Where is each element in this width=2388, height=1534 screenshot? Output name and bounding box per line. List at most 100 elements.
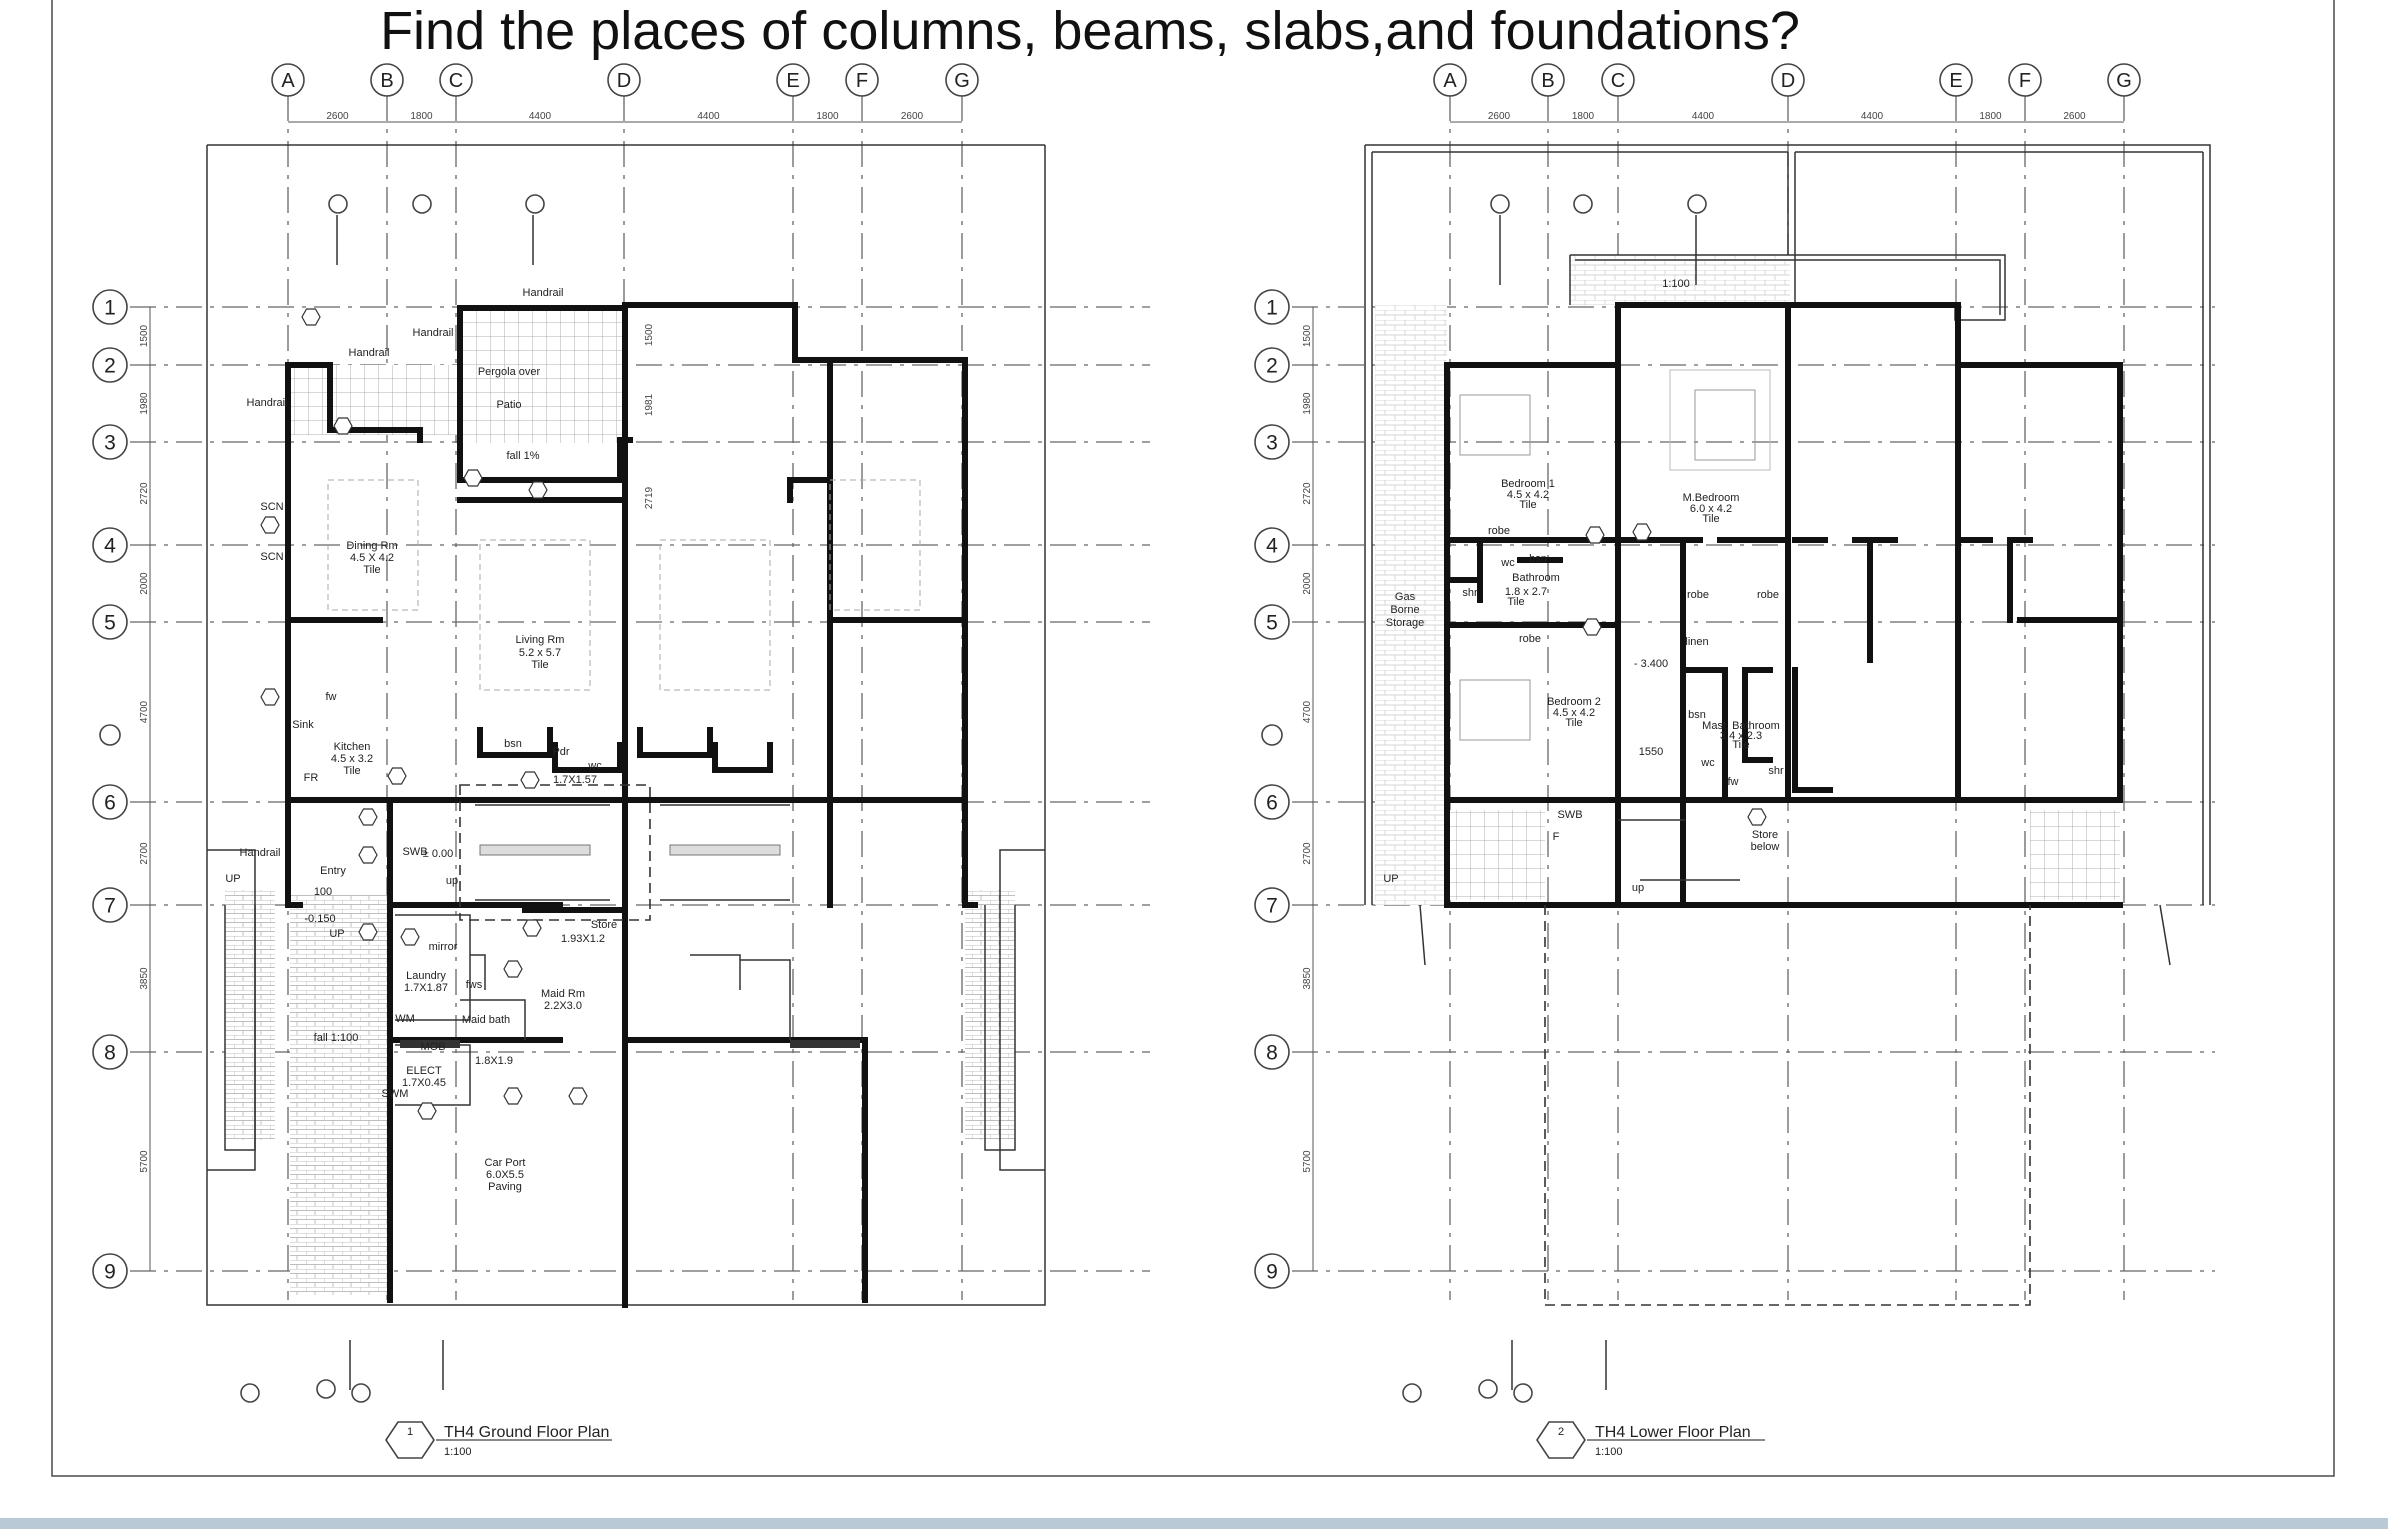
column-dimension: 2600 xyxy=(2063,111,2086,122)
column-dimension: 1800 xyxy=(410,111,433,122)
label-mbath-fw: fw xyxy=(1728,776,1739,788)
hex-tag xyxy=(358,923,378,941)
column-dimension: 1800 xyxy=(816,111,839,122)
row-dimension: 1500 xyxy=(139,324,150,347)
living-rug-right xyxy=(659,539,771,691)
bed-1 xyxy=(1459,394,1531,456)
label-sink: Sink xyxy=(292,719,314,731)
grid-label-F: F xyxy=(2019,70,2031,92)
grid-label-A: A xyxy=(281,70,295,92)
lower-bathroom-walls xyxy=(1444,537,1563,603)
label-bed1-size: 4.5 x 4.2 xyxy=(1507,489,1549,501)
section-marker-bubble xyxy=(1402,1383,1422,1403)
label-pdr-size: 1.7X1.57 xyxy=(553,774,597,786)
column-dimension: 4400 xyxy=(697,111,720,122)
label-up2: UP xyxy=(329,928,344,940)
label-f: F xyxy=(1553,831,1560,843)
grid-label-8: 8 xyxy=(1266,1042,1278,1065)
grid-bubble-G xyxy=(2107,63,2141,97)
label-dining-name: Dining Rm xyxy=(346,540,397,552)
label-kitchen-finish: Tile xyxy=(343,765,360,777)
label-swm: SWM xyxy=(382,1088,409,1100)
label-shr: shr xyxy=(1462,587,1478,599)
label-mbed-name: M.Bedroom xyxy=(1683,492,1740,504)
row-dimension: 5700 xyxy=(1302,1150,1313,1173)
row-dimension: 2700 xyxy=(1302,842,1313,865)
label-store-size: 1.93X1.2 xyxy=(561,933,605,945)
label-scn2: SCN xyxy=(260,551,283,563)
dining-table xyxy=(327,479,419,611)
grid-bubble-9 xyxy=(1254,1253,1290,1289)
grid-bubble-F xyxy=(845,63,879,97)
grid-bubble-secondary xyxy=(1261,724,1283,746)
grid-label-2: 2 xyxy=(1266,355,1278,378)
grid-label-F: F xyxy=(856,70,868,92)
label-bed1-finish: Tile xyxy=(1519,499,1536,511)
hex-tag xyxy=(333,417,353,435)
grid-bubble-4 xyxy=(92,527,128,563)
grid-label-7: 7 xyxy=(1266,895,1278,918)
hex-tag xyxy=(387,767,407,785)
row-dimension: 1500 xyxy=(1302,324,1313,347)
hex-tag xyxy=(301,308,321,326)
label-handrail-entry: Handrail xyxy=(240,847,281,859)
grid-bubble-7 xyxy=(92,887,128,923)
label-carport-size: 6.0X5.5 xyxy=(486,1169,524,1181)
ground-plan-scale: 1:100 xyxy=(444,1446,472,1458)
label-mbath-bsn: bsn xyxy=(1688,709,1706,721)
handrail-lines xyxy=(207,849,1045,1171)
label-entry: Entry xyxy=(320,865,346,877)
section-marker-bubble xyxy=(351,1383,371,1403)
row-dimension: 3850 xyxy=(139,967,150,990)
grid-bubble-E xyxy=(1939,63,1973,97)
grid-bubble-F xyxy=(2008,63,2042,97)
grid-label-7: 7 xyxy=(104,895,116,918)
label-living-size: 5.2 x 5.7 xyxy=(519,647,561,659)
label-patio: Patio xyxy=(496,399,521,411)
grid-label-D: D xyxy=(617,70,631,92)
stair-paving-right xyxy=(965,890,1015,1140)
hex-tag xyxy=(358,808,378,826)
grid-bubble-D xyxy=(607,63,641,97)
grid-label-5: 5 xyxy=(1266,612,1278,635)
row-dimension: 4700 xyxy=(1302,700,1313,723)
label-up1: UP xyxy=(1383,873,1398,885)
label-store1: Store xyxy=(1752,829,1778,841)
label-bsn: bsn xyxy=(504,738,522,750)
grid-label-9: 9 xyxy=(1266,1261,1278,1284)
window-bottom-strip xyxy=(0,1518,2388,1529)
label-handrail-far: Handrail xyxy=(247,397,288,409)
label-mbed-size: 6.0 x 4.2 xyxy=(1690,503,1732,515)
master-bed xyxy=(1694,389,1756,461)
section-marker-bubble xyxy=(328,194,348,214)
grid-bubble-C xyxy=(439,63,473,97)
grid-label-1: 1 xyxy=(1266,297,1278,320)
grid-bubble-secondary xyxy=(99,724,121,746)
section-marker-bubble xyxy=(1478,1379,1498,1399)
lower-site-boundary xyxy=(1364,144,2211,905)
label-fws: fws xyxy=(466,979,483,991)
label-mbath-name: Mast. Bathroom xyxy=(1702,720,1780,732)
label-bath-size: 1.8X1.9 xyxy=(475,1055,513,1067)
lower-tile-left xyxy=(1450,810,1545,900)
hex-tag xyxy=(568,1087,588,1105)
row-dimension: 5700 xyxy=(139,1150,150,1173)
grid-bubble-A xyxy=(1433,63,1467,97)
section-marker-bubble xyxy=(525,194,545,214)
ground-plan-title: TH4 Ground Floor Plan xyxy=(444,1424,609,1441)
section-marker-bubble xyxy=(1687,194,1707,214)
grid-label-C: C xyxy=(1611,70,1625,92)
column-dimension: 4400 xyxy=(1692,111,1715,122)
grid-bubble-2 xyxy=(92,347,128,383)
hex-tag xyxy=(503,960,523,978)
label-fall1: fall 1% xyxy=(506,450,539,462)
lower-plan-title: TH4 Lower Floor Plan xyxy=(1595,1424,1751,1441)
hex-tag xyxy=(520,771,540,789)
ground-room-labels: Handrail Handrail Handrail Handrail Perg… xyxy=(225,287,655,1193)
hex-tag xyxy=(528,481,548,499)
label-robe1: robe xyxy=(1488,525,1510,537)
hex-tag xyxy=(522,919,542,937)
label-robe4: robe xyxy=(1519,633,1541,645)
